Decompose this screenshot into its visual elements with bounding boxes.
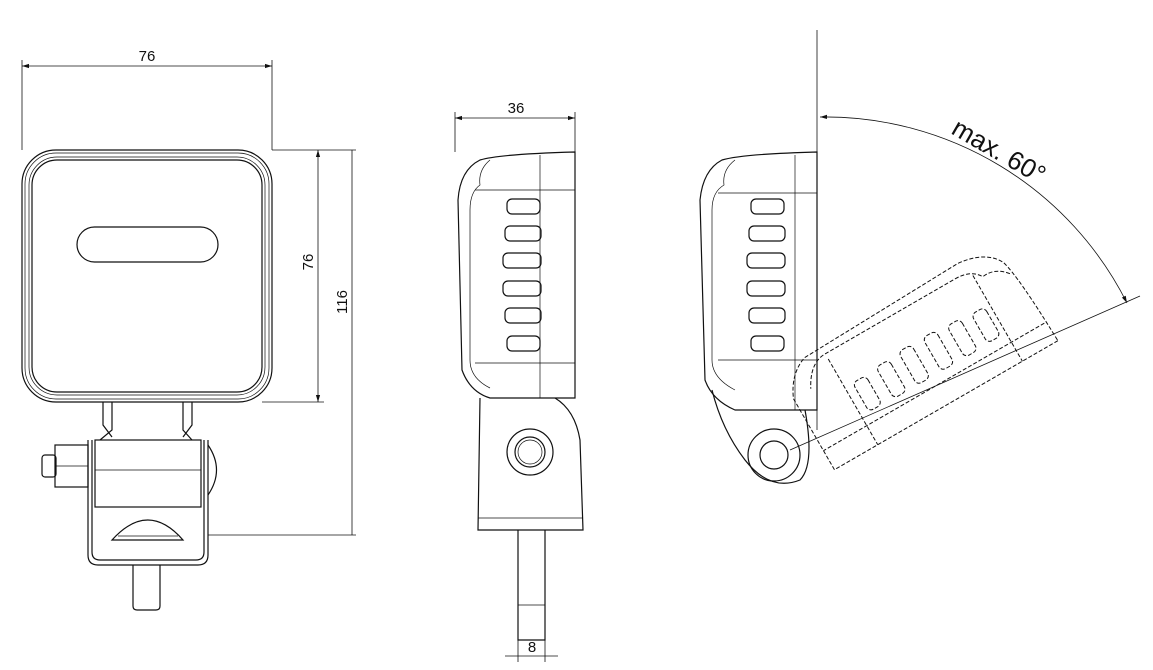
tilt-view: max. 60° xyxy=(699,30,1141,484)
led-lens xyxy=(76,226,219,263)
dim-front-width: 76 xyxy=(139,48,156,65)
front-view: 76 76 116 xyxy=(21,48,356,611)
side-view: 36 8 xyxy=(454,100,584,662)
cooling-fins xyxy=(502,198,542,352)
dim-total-height: 116 xyxy=(334,290,351,314)
dim-side-depth: 36 xyxy=(508,100,525,117)
cooling-fins-upright xyxy=(746,198,786,352)
tilted-head xyxy=(792,256,1059,471)
dim-stud-diameter: 8 xyxy=(528,639,536,656)
dim-front-height: 76 xyxy=(300,254,317,271)
tilt-angle-label: max. 60° xyxy=(947,112,1051,189)
